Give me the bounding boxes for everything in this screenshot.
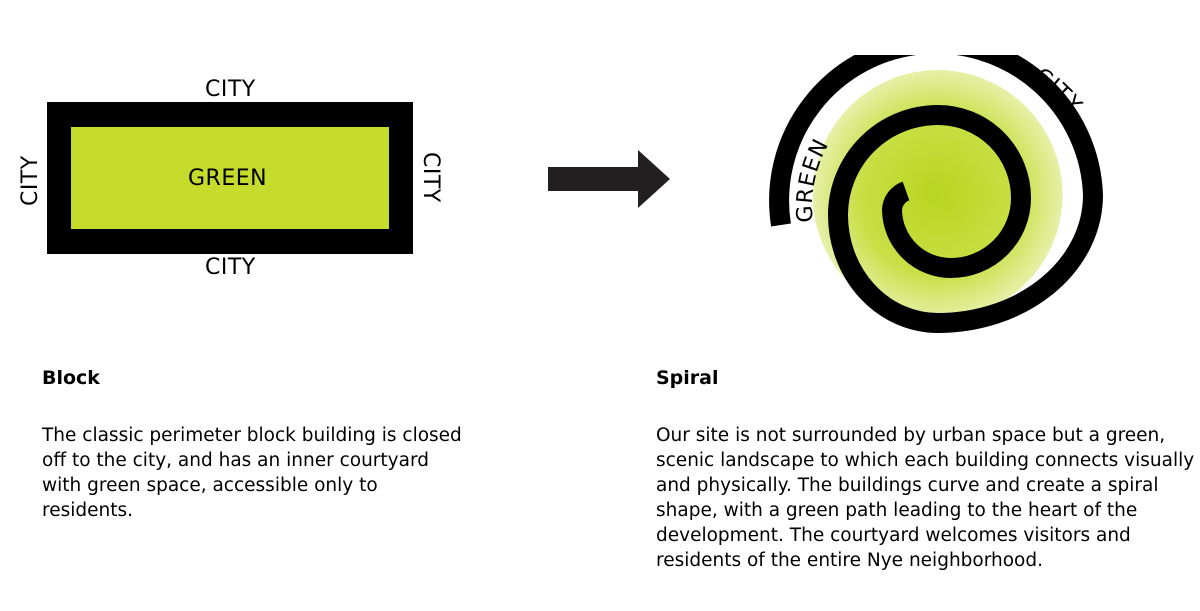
spiral-building (769, 55, 1104, 334)
block-city-bottom-label: CITY (205, 255, 256, 280)
block-city-right-label: CITY (418, 152, 443, 203)
spiral-heading: Spiral (656, 367, 719, 389)
block-city-top-label: CITY (205, 77, 256, 102)
block-description: The classic perimeter block building is … (42, 425, 462, 521)
block-green-courtyard (71, 127, 389, 229)
block-city-left-label: CITY (18, 155, 43, 206)
block-heading: Block (42, 367, 100, 389)
spiral-description: Our site is not surrounded by urban spac… (656, 425, 1195, 571)
block-green-center-label: GREEN (188, 166, 268, 191)
spiral-diagram: CITY GREEN (769, 55, 1104, 334)
right-arrow-icon (548, 150, 670, 208)
